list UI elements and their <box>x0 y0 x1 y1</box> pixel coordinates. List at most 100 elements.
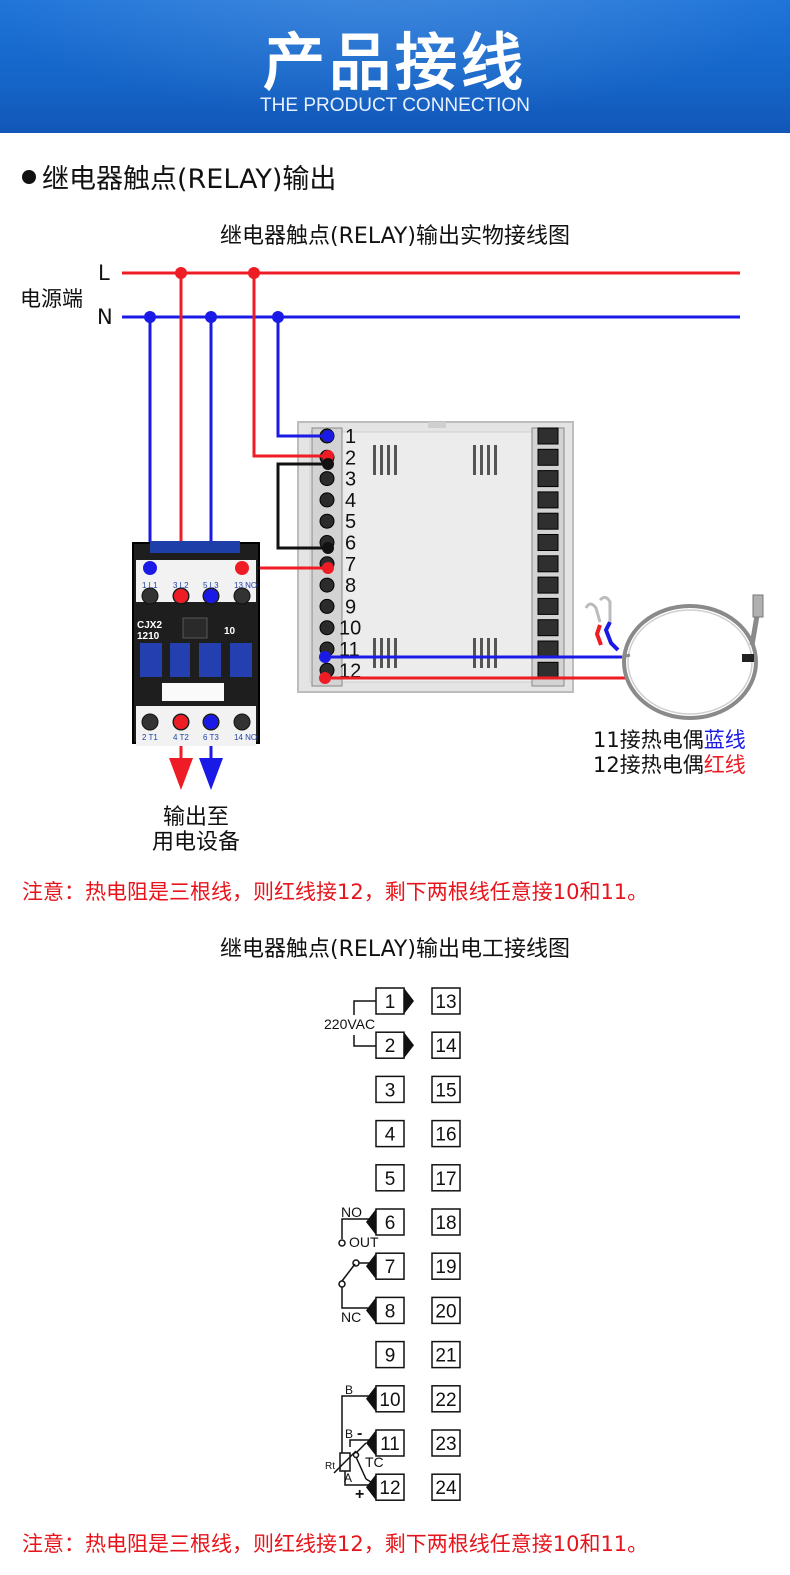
schematic-terminal-9 <box>375 1340 405 1369</box>
schematic-terminal-12 <box>375 1473 405 1501</box>
contactor-bottom-label: 4 T2 <box>173 733 189 742</box>
b-label: B <box>345 1383 353 1397</box>
supply-label: 220VAC <box>324 1016 375 1032</box>
physical-diagram-caption: 继电器触点(RELAY)输出实物接线图 <box>220 224 570 249</box>
schematic-terminal-15 <box>431 1075 461 1104</box>
junction-dots <box>144 267 334 684</box>
schematic-terminal-label-21: 21 <box>435 1346 456 1367</box>
schematic-terminal-16 <box>431 1119 461 1148</box>
schematic-terminal-22 <box>431 1385 461 1413</box>
output-arrow-blue <box>199 758 223 790</box>
schematic-wiring <box>333 1000 377 1486</box>
minus-label: - <box>357 1425 362 1442</box>
terminal-label-9: 9 <box>345 596 356 618</box>
right-terminal-screw-23 <box>537 640 559 658</box>
schematic-terminal-18 <box>431 1208 461 1236</box>
terminal-label-5: 5 <box>345 511 356 533</box>
schematic-terminal-label-8: 8 <box>385 1301 396 1322</box>
contactor-model: CJX2 <box>137 620 162 631</box>
schematic-terminal-label-5: 5 <box>385 1169 396 1190</box>
schematic-terminal-label-2: 2 <box>385 1036 396 1057</box>
tc-note-line1-prefix: 11接热电偶 <box>593 728 704 752</box>
b-prime-label: B <box>345 1427 353 1441</box>
rtd-note: 注意：热电阻是三根线，则红线接12，剩下两根线任意接10和11。 <box>22 880 649 904</box>
schematic-terminal-8 <box>375 1296 405 1325</box>
schematic-terminal-label-13: 13 <box>435 992 456 1013</box>
schematic-terminal-label-19: 19 <box>435 1257 456 1278</box>
schematic-terminal-10 <box>375 1385 405 1413</box>
out-label: OUT <box>349 1234 379 1250</box>
schematic-terminal-label-24: 24 <box>435 1478 457 1499</box>
terminal-arrow-icon <box>366 1430 376 1456</box>
right-terminal-screw-18 <box>537 534 559 551</box>
terminal-label-4: 4 <box>345 490 356 512</box>
section-heading: 继电器触点(RELAY)输出 <box>22 157 336 196</box>
jumper-wire <box>276 462 328 550</box>
schematic-terminal-23 <box>431 1429 461 1457</box>
terminal-label-6: 6 <box>345 533 356 555</box>
no-label: NO <box>341 1204 362 1220</box>
terminal-screw-9 <box>319 598 335 614</box>
schematic-terminal-24 <box>431 1473 461 1501</box>
schematic-terminal-label-15: 15 <box>435 1080 456 1101</box>
header-banner: 产品接线 THE PRODUCT CONNECTION <box>0 0 790 133</box>
rt-label: Rt <box>325 1461 335 1472</box>
schematic-terminal-label-7: 7 <box>385 1257 396 1278</box>
contactor-top-label: 5 L3 <box>203 581 219 590</box>
schematic-terminal-label-3: 3 <box>385 1080 396 1101</box>
thermocouple-probe <box>584 594 764 720</box>
terminal-label-1: 1 <box>345 426 356 448</box>
terminal-arrow-icon <box>366 1209 376 1235</box>
banner-title: 产品接线 <box>262 26 527 99</box>
bullet-icon <box>22 170 36 184</box>
tc-note-line1: 11接热电偶蓝线 <box>593 724 746 754</box>
schematic-terminal-21 <box>431 1340 461 1369</box>
terminal-arrow-icon <box>366 1474 376 1501</box>
schematic-terminal-11 <box>375 1429 405 1457</box>
schematic-terminal-5 <box>375 1164 405 1192</box>
tc-note-red: 红线 <box>703 753 746 777</box>
terminal-arrow-icon <box>366 1297 376 1324</box>
right-terminal-screw-22 <box>537 619 559 637</box>
terminal-screw-4 <box>319 492 335 508</box>
schematic-terminal-19 <box>431 1252 461 1280</box>
contactor-top-label: 3 L2 <box>173 581 189 590</box>
terminal-arrow-icon <box>366 1385 376 1412</box>
schematic-terminal-label-14: 14 <box>435 1036 457 1057</box>
live-line-label: L <box>98 261 110 285</box>
terminal-arrow-icon <box>366 1253 376 1280</box>
tc-note-line2: 12接热电偶红线 <box>593 749 746 779</box>
rtd-note-bottom: 注意：热电阻是三根线，则红线接12，剩下两根线任意接10和11。 <box>22 1532 649 1556</box>
right-terminal-screw-14 <box>537 448 559 466</box>
contactor-rating: 1210 <box>137 631 160 642</box>
banner-shine <box>0 0 790 120</box>
schematic-terminal-label-23: 23 <box>435 1434 456 1455</box>
power-side-label: 电源端 <box>20 287 83 311</box>
schematic-terminal-4 <box>375 1119 405 1148</box>
right-terminal-screw-19 <box>537 555 559 573</box>
plus-label: + <box>355 1486 364 1503</box>
tc-note-blue: 蓝线 <box>703 728 746 752</box>
schematic-terminal-label-16: 16 <box>435 1125 456 1146</box>
terminal-screw-10 <box>319 620 335 636</box>
schematic-terminal-label-12: 12 <box>379 1478 400 1499</box>
output-arrow-red <box>169 758 193 790</box>
terminal-label-7: 7 <box>345 554 356 576</box>
right-terminal-screw-15 <box>537 470 559 488</box>
schematic-terminal-label-4: 4 <box>385 1125 396 1146</box>
schematic-terminal-label-9: 9 <box>385 1346 396 1367</box>
banner-subtitle: THE PRODUCT CONNECTION <box>260 95 530 116</box>
schematic-caption: 继电器触点(RELAY)输出电工接线图 <box>220 937 570 962</box>
schematic-terminal-label-1: 1 <box>385 992 396 1013</box>
schematic-terminal-label-22: 22 <box>435 1390 456 1411</box>
terminal-screw-5 <box>319 513 335 529</box>
schematic-terminal-17 <box>431 1164 461 1192</box>
terminal-label-8: 8 <box>345 575 356 597</box>
output-label-line2: 用电设备 <box>151 830 240 855</box>
contactor-bottom-label: 2 T1 <box>142 733 158 742</box>
schematic-terminal-label-17: 17 <box>435 1169 456 1190</box>
neutral-line-label: N <box>97 305 113 329</box>
